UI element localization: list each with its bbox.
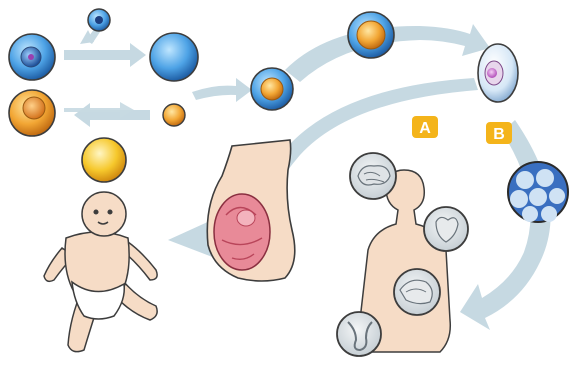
badge-a: A <box>412 116 438 138</box>
arrow-double-left <box>74 103 150 127</box>
blue-cell-icon <box>9 34 55 80</box>
pregnant-belly-icon <box>207 140 295 281</box>
zygote-cell-icon <box>348 12 394 58</box>
arrow-right-top <box>64 43 146 67</box>
brain-lens-icon <box>350 153 396 199</box>
badge-b-label: B <box>493 126 505 143</box>
fetus-icon <box>214 194 270 270</box>
baby-icon <box>44 192 157 352</box>
digestive-lens-icon <box>394 269 440 315</box>
badge-b: B <box>486 122 512 144</box>
yellow-cell-icon <box>82 138 126 182</box>
small-orange-cell-icon <box>163 104 185 126</box>
arrow-right-mid <box>192 78 252 102</box>
heart-lens-icon <box>424 207 468 251</box>
badge-a-label: A <box>419 120 431 137</box>
small-blue-cell-icon <box>88 9 110 31</box>
blastocyst-icon <box>478 44 518 102</box>
fertilized-cell-icon <box>251 68 293 110</box>
arrow-right-curve <box>460 120 551 330</box>
bone-lens-icon <box>337 312 381 356</box>
orange-cell-icon <box>9 90 55 136</box>
large-blue-cell-icon <box>150 33 198 81</box>
stem-cell-cluster-icon <box>508 162 568 222</box>
